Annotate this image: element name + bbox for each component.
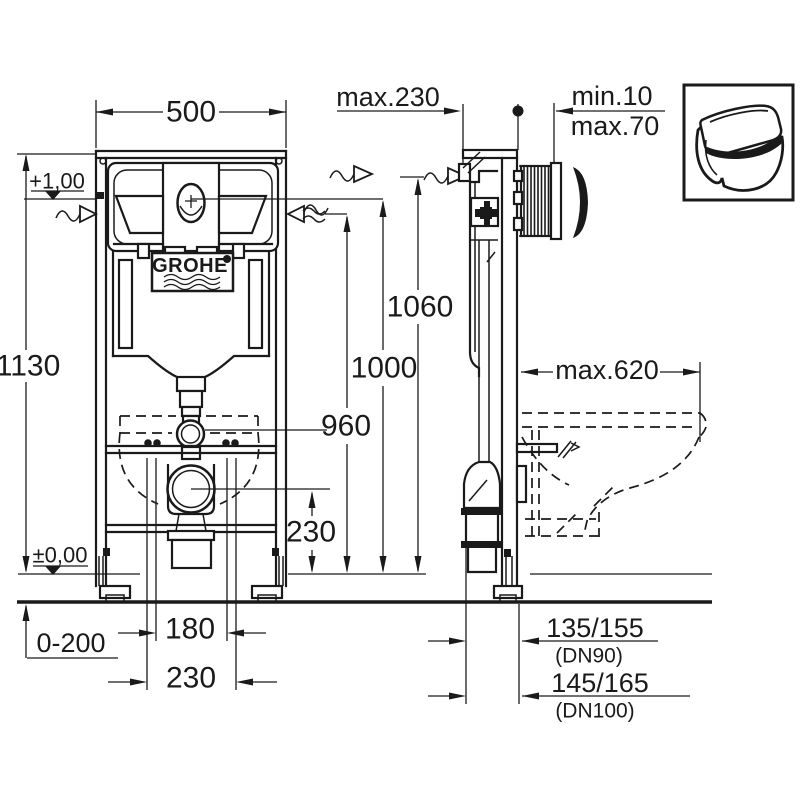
dim-label-500: 500 — [166, 96, 216, 129]
height-dimensions: 960 1000 1060 — [302, 164, 469, 573]
cistern-left-pocket — [114, 194, 165, 235]
dim-label-1000: 1000 — [351, 352, 418, 385]
dim-outlet-height-230: 230 — [286, 491, 336, 573]
cistern-side — [468, 169, 500, 462]
level-mark-plus100: +1,00 — [24, 169, 104, 200]
cistern-right-pocket — [217, 194, 268, 235]
dim-label-max230: max.230 — [336, 82, 440, 112]
flush-level-arrow-right — [423, 166, 469, 186]
frame-feet-front — [98, 556, 284, 603]
actuator-sleeve — [512, 161, 563, 241]
fixing-rod — [515, 440, 581, 504]
level-mark-zero: ±0,00 — [33, 543, 88, 575]
water-supply-arrow-left — [55, 204, 99, 224]
grohe-logo-plate: GROHE — [150, 251, 235, 293]
side-view: max.230 min.10 max.70 — [336, 81, 707, 723]
dim-max-230: max.230 — [336, 82, 464, 182]
crossbars-front — [104, 439, 278, 534]
dim-outlet-spacing-230: 230 — [108, 662, 277, 695]
dim-label-min10: min.10 — [571, 81, 652, 111]
dim-label-dn90-value: 135/155 — [546, 613, 644, 643]
dim-label-outlet-height: 230 — [286, 516, 336, 549]
dim-dn90: 135/155 (DN90) — [428, 513, 658, 704]
dim-height-1130: 1130 — [0, 153, 96, 573]
flush-level-arrow-left — [329, 164, 375, 184]
dim-bolt-spacing-180: 180 — [118, 458, 266, 690]
floor-lines — [17, 573, 712, 604]
dim-label-180: 180 — [165, 613, 215, 646]
dim-label-1130: 1130 — [0, 350, 60, 383]
toilet-template-dashed-front — [118, 415, 260, 505]
drain-elbow-side — [461, 460, 503, 574]
frame-foot-side — [492, 556, 524, 603]
dim-floor-offset: 0-200 — [22, 604, 118, 659]
frame-rails — [94, 149, 288, 588]
dim-label-max70: max.70 — [571, 111, 660, 141]
dim-label-max620: max.620 — [555, 355, 659, 385]
dim-wall-thickness: min.10 max.70 — [553, 81, 665, 163]
level-label-plus100: +1,00 — [29, 169, 85, 194]
level-label-zero: ±0,00 — [33, 543, 88, 568]
tank-lower — [111, 250, 271, 379]
toilet-outline-dashed-side — [521, 412, 707, 537]
wall-plane-marker — [512, 104, 524, 150]
dim-label-dn100-value: 145/165 — [551, 668, 649, 698]
dim-label-230-bottom: 230 — [166, 662, 216, 695]
registered-mark-icon — [223, 255, 231, 263]
front-view: 500 1130 +1,00 ±0,00 — [0, 96, 383, 695]
cistern-front — [106, 161, 383, 260]
grohe-logo-text: GROHE — [152, 255, 228, 277]
dim-label-1060: 1060 — [387, 291, 454, 324]
dim-width-500: 500 — [95, 96, 287, 148]
water-supply-arrow-right — [285, 204, 329, 224]
dim-max-620: max.620 — [521, 355, 701, 442]
toilet-pictogram-box — [682, 83, 795, 202]
dim-label-960: 960 — [321, 410, 371, 443]
dim-dn100: 145/165 (DN100) — [428, 668, 690, 723]
dim-label-dn90-name: (DN90) — [555, 645, 623, 668]
flush-plate-side — [573, 167, 588, 238]
wall-hung-toilet-icon — [695, 104, 785, 192]
drain-outlet-front — [166, 464, 330, 570]
dim-label-dn100-name: (DN100) — [555, 700, 634, 723]
dim-label-0-200: 0-200 — [36, 628, 105, 658]
